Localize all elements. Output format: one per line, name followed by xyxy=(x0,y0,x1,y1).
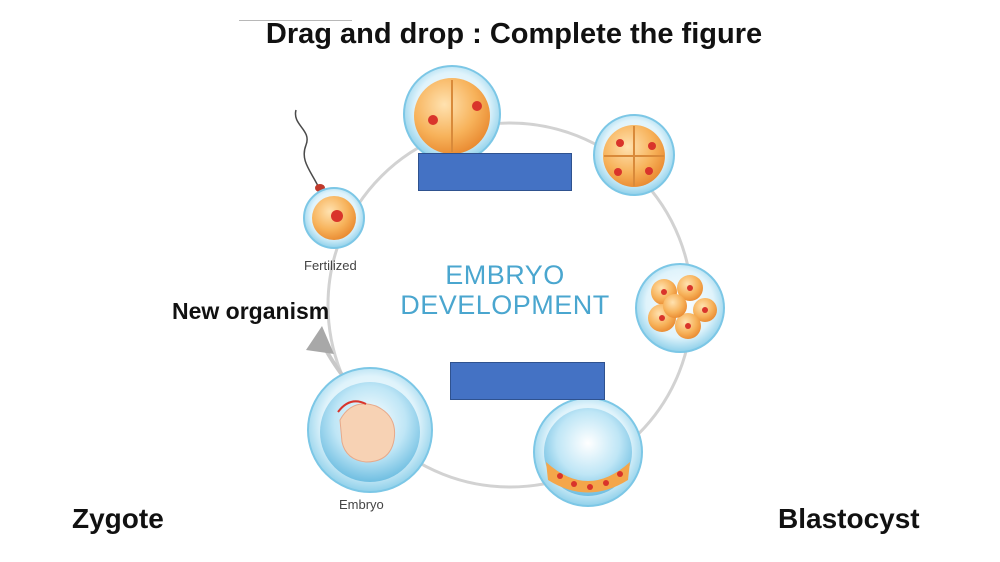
sperm-tail xyxy=(294,109,319,187)
stage-label-fertilized: Fertilized xyxy=(304,258,357,273)
stage-label-embryo: Embryo xyxy=(339,497,384,512)
drag-item-zygote[interactable]: Zygote xyxy=(72,503,164,534)
two-cell-stage xyxy=(403,65,501,163)
fertilized-cell xyxy=(303,187,365,249)
arrow-head-icon xyxy=(306,326,334,354)
four-cell-stage xyxy=(593,114,675,196)
page-title: Drag and drop : Complete the figure xyxy=(265,18,763,50)
title-rule xyxy=(239,20,352,21)
embryo-stage xyxy=(307,367,433,493)
drop-zone-upper[interactable] xyxy=(418,153,572,191)
center-title-line-1: EMBRYO xyxy=(445,260,565,290)
drag-item-new-organism[interactable]: New organism xyxy=(172,298,330,324)
drag-item-blastocyst[interactable]: Blastocyst xyxy=(778,503,920,534)
drop-zone-lower[interactable] xyxy=(450,362,605,400)
center-title-line-2: DEVELOPMENT xyxy=(400,290,610,320)
morula-stage xyxy=(635,263,725,353)
blastocyst-stage xyxy=(533,397,643,507)
